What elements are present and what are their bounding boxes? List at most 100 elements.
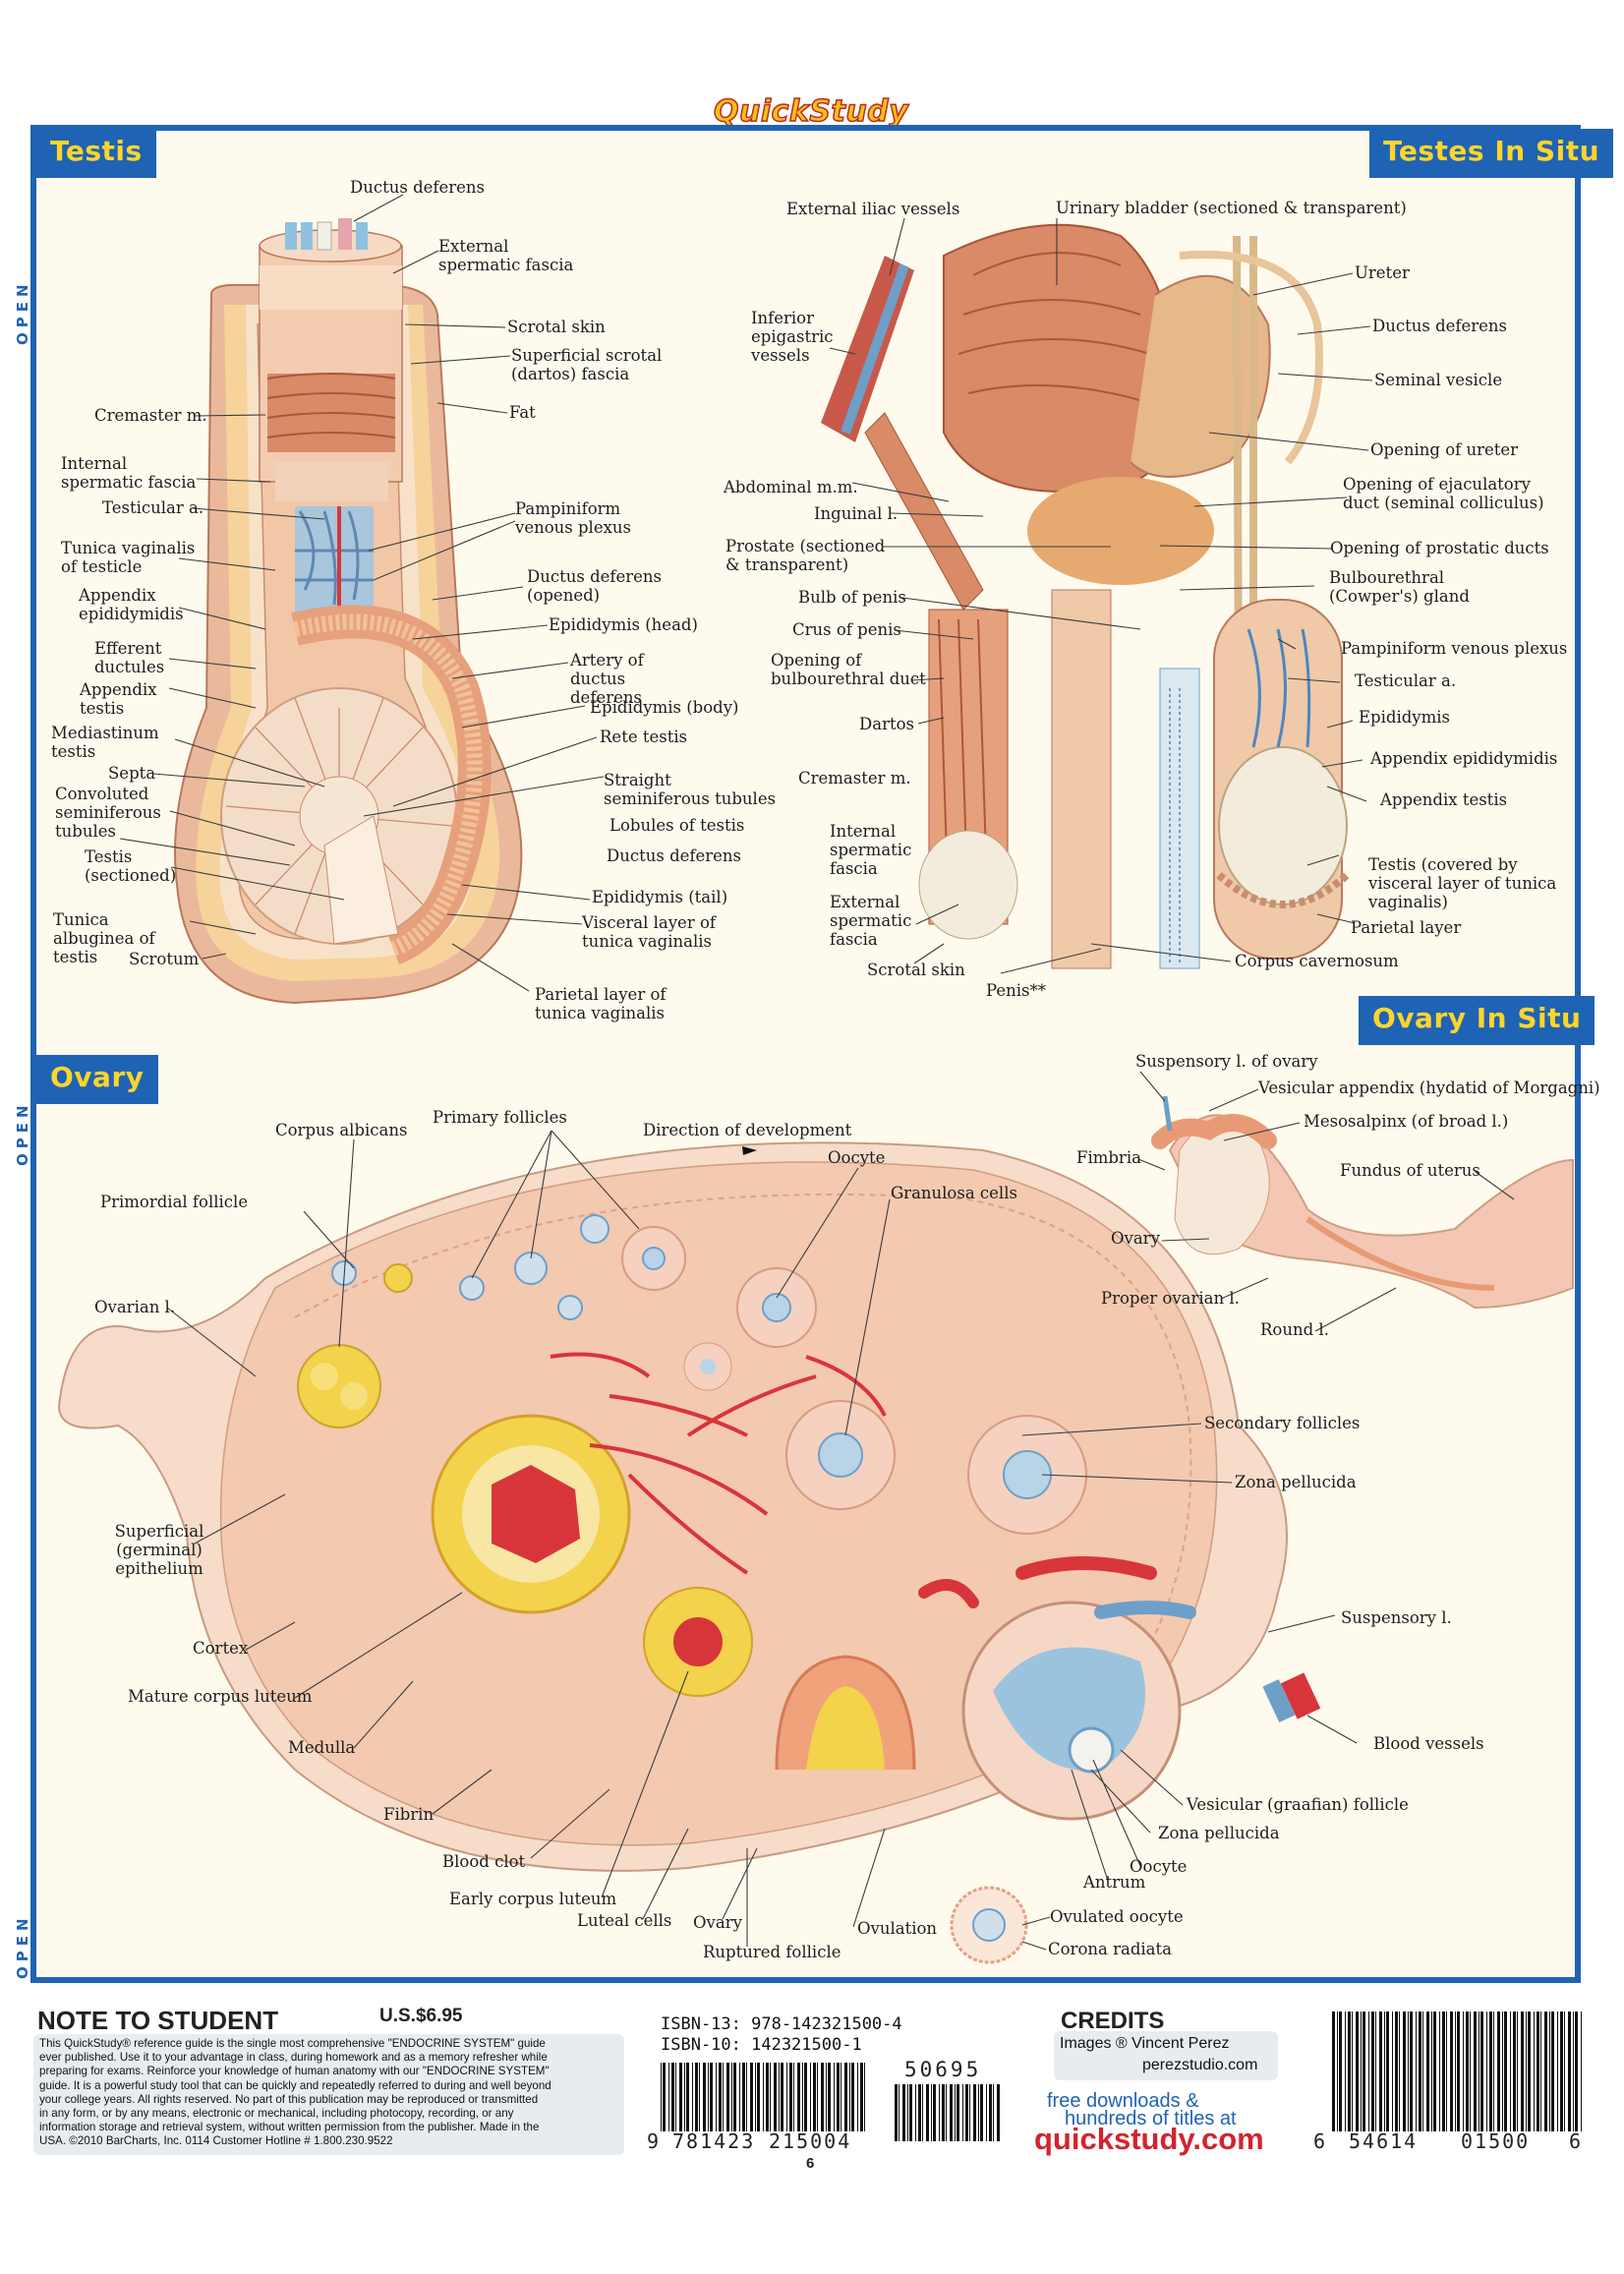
label-ovary-20: Antrum [1083,1873,1146,1892]
free-line-1: free downloads & [1047,2090,1199,2112]
label-testis-6: Internal spermatic fascia [61,454,197,492]
note-line: ever published. Use it to your advantage… [39,2051,548,2065]
label-testes-1: Urinary bladder (sectioned & transparent… [1056,199,1407,217]
label-testis-3: Superficial scrotal (dartos) fascia [511,346,663,383]
label-testis-13: Efferent ductules [94,639,165,676]
label-testis-27: Visceral layer of tunica vaginalis [582,913,716,951]
label-testes-12: Bulbourethral (Cowper's) gland [1329,568,1470,606]
note-line: in any form, or by any means, electronic… [39,2107,514,2121]
section-title-ovary-in-situ: Ovary In Situ [1359,996,1595,1045]
label-ovary-13: Blood vessels [1373,1734,1484,1753]
label-testis-25: Epididymis (tail) [592,888,728,906]
label-testes-14: Crus of penis [792,620,901,639]
label-ovary-10: Suspensory l. [1341,1608,1452,1627]
label-testis-23: Testis (sectioned) [85,847,177,885]
label-ovary-8: Zona pellucida [1235,1473,1357,1491]
label-ovary-11: Cortex [193,1639,249,1658]
label-testis-14: Artery of ductus deferens [570,651,644,707]
quickstudy-url[interactable]: quickstudy.com [1034,2122,1264,2156]
label-testes-28: Corpus cavernosum [1235,952,1399,970]
label-testis-2: Scrotal skin [507,318,606,336]
label-ovary-25: Ovulation [857,1919,938,1938]
label-ovary-26: Corona radiata [1048,1940,1172,1958]
label-testes-26: Parietal layer [1351,918,1462,937]
addon-barcode [895,2084,1001,2141]
note-body: This QuickStudy® reference guide is the … [33,2034,624,2155]
credits-title: CREDITS [1061,2008,1165,2034]
label-testes-13: Bulb of penis [798,588,906,607]
label-testis-11: Ductus deferens (opened) [527,567,663,605]
label-ovary-23: Luteal cells [577,1911,672,1930]
upc-digits-mid2: 01500 [1461,2129,1531,2153]
label-testes-25: External spermatic fascia [830,893,912,949]
note-line: information storage and retrieval system… [39,2121,540,2134]
label-testes-21: Cremaster m. [798,769,911,787]
label-testes-8: Opening of ejaculatory duct (seminal col… [1343,475,1544,512]
label-testis-10: Appendix epididymidis [79,586,184,623]
label-testes-18: Epididymis [1359,708,1450,727]
label-testes-20: Appendix epididymidis [1370,749,1558,768]
ovary-in-situ-illustration [1151,1095,1574,1310]
upc-digit-left: 6 [1313,2129,1326,2153]
label-testes-23: Internal spermatic fascia [830,822,912,878]
label-ovary-situ-0: Suspensory l. of ovary [1135,1052,1318,1071]
note-line: your college years. All rights reserved.… [39,2092,539,2106]
note-line: USA. ©2010 BarCharts, Inc. 0114 Customer… [39,2134,393,2148]
isbn-13: ISBN-13: 978-142321500-4 [661,2014,902,2034]
label-testis-29: Parietal layer of tunica vaginalis [535,985,667,1022]
page-number: 6 [806,2155,815,2172]
label-testis-5: Cremaster m. [94,406,207,425]
label-testes-3: Inferior epigastric vessels [751,309,834,365]
label-ovary-situ-7: Round l. [1260,1320,1329,1339]
label-ovary-6: Ovarian l. [94,1298,176,1316]
section-title-testis: Testis [36,129,156,178]
label-ovary-18: Oocyte [1130,1857,1188,1876]
label-testis-8: Pampiniform venous plexus [515,499,631,537]
label-testes-27: Scrotal skin [867,961,965,979]
label-testes-2: Ureter [1355,263,1410,282]
label-ovary-5: Granulosa cells [891,1184,1017,1202]
label-testes-5: Seminal vesicle [1374,371,1503,389]
credits-site: perezstudio.com [1142,2057,1258,2073]
label-ovary-0: Corpus albicans [275,1121,408,1139]
label-testes-24: Testis (covered by visceral layer of tun… [1368,855,1557,911]
label-ovary-17: Zona pellucida [1158,1824,1280,1842]
label-ovary-7: Secondary follicles [1204,1414,1361,1432]
label-testes-19: Dartos [859,715,914,733]
label-ovary-1: Primary follicles [433,1108,567,1127]
label-ovary-3: Oocyte [828,1148,886,1167]
label-ovary-21: Early corpus luteum [449,1890,617,1908]
section-title-testes-in-situ: Testes In Situ [1369,129,1614,178]
isbn-10: ISBN-10: 142321500-1 [661,2035,862,2055]
label-testes-29: Penis** [986,981,1046,1000]
label-ovary-situ-1: Vesicular appendix (hydatid of Morgagni) [1258,1079,1600,1097]
note-line: guide. It is a powerful study tool that … [39,2078,551,2092]
label-ovary-12: Mature corpus luteum [128,1687,313,1706]
label-ovary-situ-6: Proper ovarian l. [1101,1289,1240,1308]
testis-illustration [174,218,523,1005]
free-downloads[interactable]: free downloads & hundreds of titles at [1047,2090,1237,2129]
label-testes-4: Ductus deferens [1372,317,1508,335]
price: U.S.$6.95 [379,2006,463,2026]
label-testis-26: Tunica albuginea of testis [53,910,155,966]
label-testis-7: Testicular a. [102,498,204,517]
note-line: This QuickStudy® reference guide is the … [39,2037,546,2050]
label-testis-20: Straight seminiferous tubules [604,771,777,808]
label-testes-16: Opening of bulbourethral duct [771,651,926,688]
label-testis-24: Ductus deferens [607,846,742,865]
label-testis-4: Fat [509,403,536,422]
free-line-2: hundreds of titles at [1065,2108,1237,2129]
barcode-digit-left: 9 [647,2129,660,2153]
label-testis-21: Convoluted seminiferous tubules [55,785,161,841]
label-testis-15: Appendix testis [80,680,157,718]
label-ovary-9: Superficial (germinal) epithelium [114,1522,204,1578]
label-ovary-situ-5: Ovary [1111,1229,1160,1248]
label-ovary-15: Vesicular (graafian) follicle [1187,1795,1409,1814]
label-testis-18: Rete testis [600,728,688,746]
label-testis-9: Tunica vaginalis of testicle [61,539,196,576]
label-ovary-situ-3: Fimbria [1076,1148,1141,1167]
label-testes-17: Testicular a. [1355,671,1457,690]
label-testes-9: Inguinal l. [814,504,899,523]
